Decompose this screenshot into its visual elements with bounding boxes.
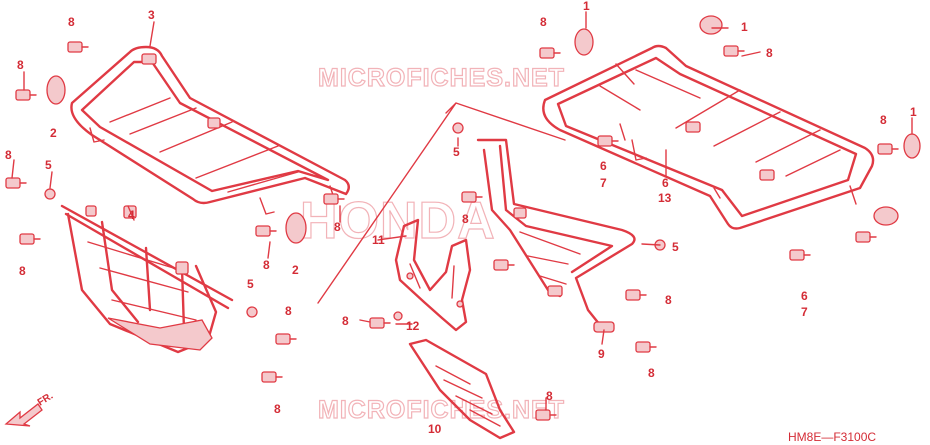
callout-label: 3 — [148, 8, 155, 22]
callout-label: 9 — [598, 347, 605, 361]
rear-carrier — [542, 44, 875, 230]
direction-arrow: FR. — [4, 391, 55, 427]
callout-label: 8 — [5, 148, 12, 162]
callout-label: 8 — [19, 264, 26, 278]
callout-label: 8 — [540, 15, 547, 29]
callout-label: 8 — [274, 402, 281, 416]
callout-label: 8 — [263, 258, 270, 272]
callout-label: 1 — [910, 105, 917, 119]
callout-label: 12 — [406, 319, 420, 333]
callout-label: 2 — [50, 126, 57, 140]
callout-labels: 8 3 8 2 8 5 4 8 8 8 2 5 8 8 5 8 11 8 12 … — [5, 0, 917, 436]
callout-label: 8 — [665, 293, 672, 307]
callout-label: 2 — [292, 263, 299, 277]
callout-label: 8 — [462, 212, 469, 226]
group-divider-line — [317, 102, 566, 304]
callout-label: 8 — [546, 389, 553, 403]
callout-label: 13 — [658, 191, 672, 205]
callout-label: 8 — [648, 366, 655, 380]
callout-label: 5 — [453, 145, 460, 159]
bolt-group — [5, 15, 921, 421]
callout-label: 8 — [17, 58, 24, 72]
callout-label: 8 — [766, 46, 773, 60]
callout-label: 1 — [583, 0, 590, 13]
front-guard — [60, 204, 234, 354]
watermark-top: MICROFICHES.NET — [318, 64, 565, 92]
callout-label: 8 — [342, 314, 349, 328]
leader-lines — [11, 11, 913, 411]
callout-label: 10 — [428, 422, 442, 436]
skid-plate — [408, 338, 516, 440]
callout-label: 4 — [128, 208, 135, 222]
callout-label: 5 — [45, 158, 52, 172]
callout-label: 6 — [801, 289, 808, 303]
callout-label: 11 — [372, 233, 385, 247]
callout-label: 5 — [247, 277, 254, 291]
callout-label: 8 — [68, 15, 75, 29]
callout-label: 8 — [334, 220, 341, 234]
callout-label: 6 — [600, 159, 607, 173]
bracket — [394, 218, 472, 332]
rear-guard — [476, 138, 636, 333]
callout-label: 5 — [672, 240, 679, 254]
watermark-bottom: MICROFICHES.NET — [318, 396, 565, 424]
diagram-code: HM8E—F3100C — [788, 430, 876, 444]
callout-label: 8 — [285, 304, 292, 318]
callout-label: 7 — [600, 176, 607, 190]
callout-label: 8 — [880, 113, 887, 127]
callout-label: 6 — [662, 176, 669, 190]
callout-label: 1 — [741, 20, 748, 34]
callout-label: 7 — [801, 305, 808, 319]
front-carrier — [70, 45, 350, 215]
